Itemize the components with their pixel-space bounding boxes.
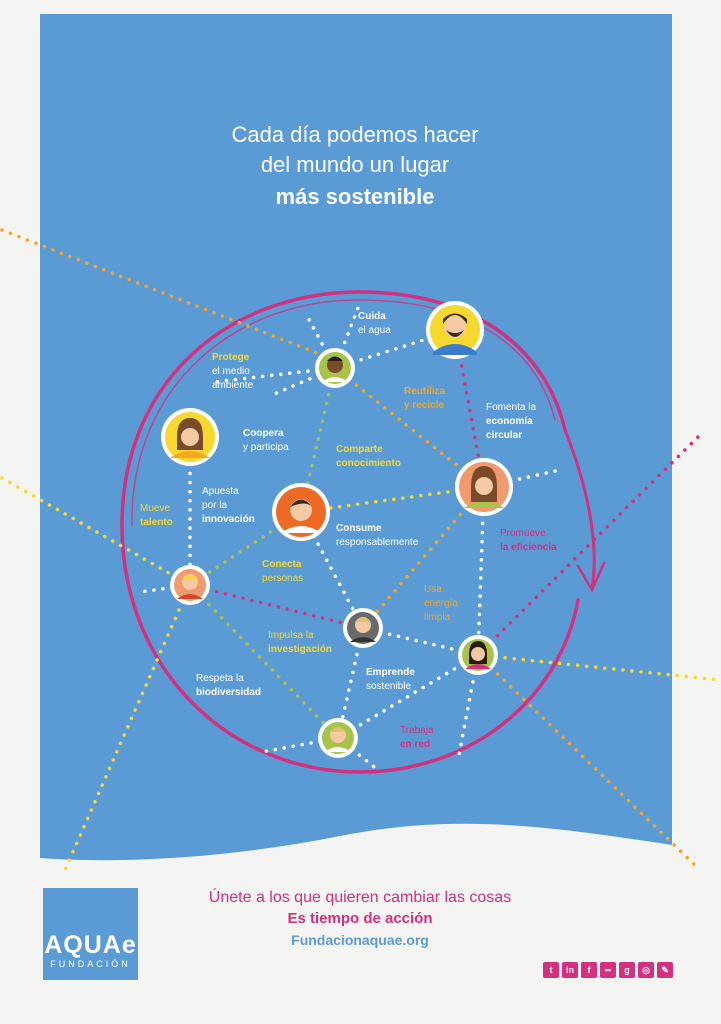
label-promueve-sub: la eficiencia	[500, 542, 557, 553]
person-node-4	[455, 458, 513, 516]
person-node-5	[272, 483, 330, 541]
label-reutiliza-sub: y recicle	[404, 400, 444, 411]
label-reutiliza: Reutiliza	[404, 386, 446, 397]
title-line-1: Cada día podemos hacer	[231, 122, 478, 147]
label-protege-sub1: el medio	[212, 366, 250, 377]
logo-subtitle: FUNDACIÓN	[50, 959, 131, 969]
label-usa-sub1: energía	[424, 598, 458, 609]
label-impulsa: Impulsa la	[268, 630, 314, 641]
social-icons: t in f •• g ◎ ✎	[543, 962, 673, 978]
label-emprende-sub: sostenible	[366, 681, 411, 692]
blue-background-panel	[40, 14, 672, 861]
label-cuida-sub: el agua	[358, 325, 391, 336]
label-cuida: Cuida	[358, 311, 386, 322]
linkedin-icon[interactable]: in	[562, 962, 578, 978]
label-respeta-sub: biodiversidad	[196, 687, 261, 698]
title-line-3: más sostenible	[276, 184, 435, 209]
facebook-icon[interactable]: f	[581, 962, 597, 978]
footer-slogan: Únete a los que quieren cambiar las cosa…	[160, 888, 560, 950]
person-node-3	[161, 408, 219, 466]
person-node-8	[458, 635, 498, 675]
label-fomenta: Fomenta la	[486, 402, 536, 413]
instagram-icon[interactable]: ◎	[638, 962, 654, 978]
label-mueve: Mueve	[140, 503, 170, 514]
label-apuesta: Apuesta	[202, 486, 239, 497]
slogan-line-1: Únete a los que quieren cambiar las cosa…	[208, 889, 512, 906]
aquae-logo[interactable]: AQUAe FUNDACIÓN	[43, 888, 138, 980]
label-trabaja: Trabaja	[400, 725, 434, 736]
label-usa: Usa	[424, 584, 442, 595]
label-mueve-sub: talento	[140, 517, 173, 528]
person-node-6	[170, 565, 210, 605]
label-usa-sub2: limpia	[424, 612, 451, 623]
label-respeta: Respeta la	[196, 673, 244, 684]
label-comparte: Comparte	[336, 444, 383, 455]
label-trabaja-sub: en red	[400, 739, 430, 750]
label-fomenta-sub1: economía	[486, 416, 533, 427]
website-link[interactable]: Fundacionaquae.org	[291, 932, 429, 948]
label-apuesta-sub1: por la	[202, 500, 227, 511]
twitter-icon[interactable]: t	[543, 962, 559, 978]
label-consume: Consume	[336, 523, 382, 534]
label-comparte-sub: conocimiento	[336, 458, 401, 469]
logo-wordmark: AQUAe	[44, 931, 137, 959]
label-emprende: Emprende	[366, 667, 415, 678]
magenta-circle	[120, 290, 606, 774]
label-protege: Protege	[212, 352, 250, 363]
person-node-7	[343, 608, 383, 648]
blog-icon[interactable]: ✎	[657, 962, 673, 978]
flickr-icon[interactable]: ••	[600, 962, 616, 978]
outer-connection-lines	[0, 228, 721, 872]
label-fomenta-sub2: circular	[486, 430, 522, 441]
label-apuesta-sub2: innovación	[202, 514, 255, 525]
label-impulsa-sub: investigación	[268, 644, 332, 655]
label-coopera: Coopera	[243, 428, 284, 439]
label-conecta: Conecta	[262, 559, 302, 570]
label-conecta-sub: personas	[262, 573, 303, 584]
googleplus-icon[interactable]: g	[619, 962, 635, 978]
label-protege-sub2: ambiente	[212, 380, 254, 391]
label-promueve: Promueve	[500, 528, 546, 539]
person-node-2	[315, 348, 355, 388]
person-node-1	[426, 301, 484, 359]
node-labels: Cuida el agua Protege el medio ambiente …	[140, 311, 557, 750]
title-line-2: del mundo un lugar	[261, 152, 449, 177]
slogan-line-2: Es tiempo de acción	[287, 910, 433, 927]
label-coopera-sub: y participa	[243, 442, 289, 453]
label-consume-sub: responsablemente	[336, 537, 419, 548]
person-node-9	[318, 718, 358, 758]
